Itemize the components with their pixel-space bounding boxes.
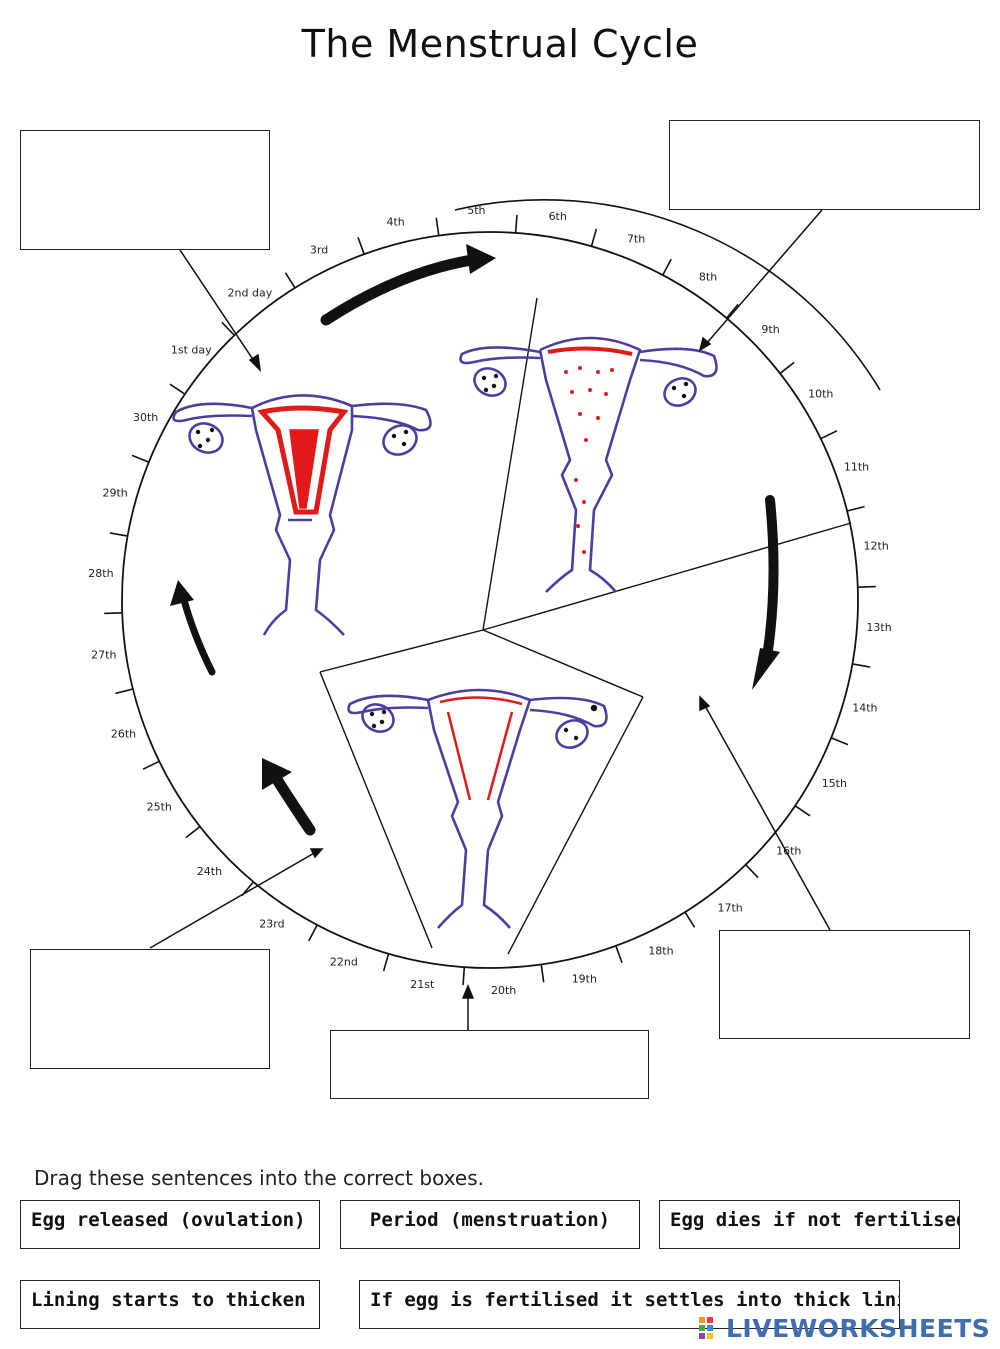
day-tick: [540, 964, 545, 983]
day-label: 21st: [410, 978, 435, 991]
uterus-diagram-period: [459, 336, 718, 593]
cycle-arrow-left: [170, 580, 216, 676]
day-label: 26th: [111, 727, 136, 740]
day-label: 1st day: [171, 343, 212, 356]
day-tick: [615, 945, 623, 963]
uterus-lining-thick: [257, 405, 349, 515]
day-label: 3rd: [310, 243, 328, 256]
pointer-lines: [149, 209, 831, 1030]
day-tick: [284, 272, 296, 289]
day-tick: [662, 258, 672, 276]
day-label: 27th: [91, 648, 116, 661]
page-title: The Menstrual Cycle: [301, 22, 699, 66]
day-label: 28th: [88, 567, 113, 580]
day-tick: [131, 454, 150, 463]
day-tick: [308, 924, 318, 942]
sector-line: [507, 696, 644, 955]
day-label: 19th: [572, 972, 597, 985]
ovary-dots: [195, 427, 409, 449]
day-label: 18th: [648, 945, 673, 958]
uterus-lining-shedding: [547, 346, 633, 554]
day-label: 29th: [102, 487, 127, 500]
ovary-dots: [481, 373, 689, 399]
day-ticks: [104, 214, 876, 986]
sector-line: [482, 297, 538, 631]
day-label: 8th: [699, 271, 717, 284]
uterus-diagram-ovulation: [347, 688, 608, 929]
day-label: 5th: [467, 204, 485, 217]
day-tick: [794, 805, 811, 817]
cycle-circle: [121, 231, 859, 969]
day-tick: [462, 967, 466, 986]
day-tick: [357, 237, 365, 255]
card-period[interactable]: Period (menstruation): [340, 1200, 640, 1249]
day-tick: [185, 825, 201, 839]
card-egg-dies[interactable]: Egg dies if not fertilised: [659, 1200, 960, 1249]
card-ovulation[interactable]: Egg released (ovulation): [20, 1200, 320, 1249]
day-label: 25th: [147, 801, 172, 814]
day-label: 23rd: [259, 917, 284, 930]
day-tick: [169, 383, 186, 395]
uterus-lining-thin: [439, 696, 523, 801]
day-label: 9th: [761, 323, 779, 336]
cycle-arrow-right: [752, 495, 780, 690]
day-tick: [725, 303, 739, 319]
sector-line: [482, 629, 644, 698]
day-label: 12th: [864, 540, 889, 553]
day-tick: [109, 532, 128, 537]
drop-box-bottom-right[interactable]: [719, 930, 970, 1039]
day-tick: [590, 228, 598, 247]
sector-line: [319, 629, 484, 673]
day-label: 15th: [822, 777, 847, 790]
day-tick: [221, 321, 235, 336]
day-tick: [820, 430, 838, 440]
liveworksheets-logo: LIVEWORKSHEETS: [698, 1312, 990, 1344]
day-label: 20th: [491, 984, 516, 997]
day-label: 10th: [808, 387, 833, 400]
day-label: 24th: [197, 865, 222, 878]
card-fertilised[interactable]: If egg is fertilised it settles into thi…: [359, 1280, 900, 1329]
day-tick: [514, 214, 518, 233]
day-tick: [857, 585, 876, 588]
day-tick: [745, 864, 759, 879]
sector-line: [482, 522, 852, 631]
liveworksheets-logo-icon: [699, 1317, 713, 1339]
instruction-text: Drag these sentences into the correct bo…: [34, 1166, 484, 1190]
liveworksheets-logo-text: LIVEWORKSHEETS: [726, 1313, 991, 1343]
uterus-diagram-thick-lining: [172, 394, 432, 636]
day-tick: [846, 505, 865, 512]
day-label: 13th: [866, 621, 891, 634]
period-outer-arc: [454, 199, 881, 391]
sector-line: [319, 671, 433, 949]
day-tick: [435, 217, 440, 236]
day-label: 30th: [133, 411, 158, 424]
day-label: 22nd: [330, 956, 358, 969]
drop-box-top-right[interactable]: [669, 120, 980, 210]
day-label: 7th: [627, 232, 645, 245]
day-label: 16th: [776, 845, 801, 858]
cycle-arrow-lower-left: [262, 758, 316, 836]
day-tick: [684, 911, 696, 928]
cycle-arrow-top: [320, 244, 496, 326]
day-label: 17th: [717, 901, 742, 914]
day-tick: [382, 953, 390, 972]
card-lining-thickens[interactable]: Lining starts to thicken: [20, 1280, 320, 1329]
day-tick: [830, 737, 849, 746]
day-label: 2nd day: [228, 287, 273, 300]
day-tick: [852, 663, 871, 668]
day-tick: [115, 688, 134, 695]
drop-box-top-left[interactable]: [20, 130, 270, 250]
day-label: 4th: [387, 216, 405, 229]
day-label: 11th: [844, 461, 869, 474]
day-tick: [104, 612, 123, 615]
day-tick: [142, 760, 160, 770]
ovary-dots: [369, 704, 598, 741]
day-label: 14th: [852, 701, 877, 714]
drop-box-bottom-left[interactable]: [30, 949, 270, 1069]
day-label: 6th: [549, 210, 567, 223]
drop-box-bottom-center[interactable]: [330, 1030, 649, 1099]
day-tick: [779, 361, 795, 375]
day-labels: 28th 29th 30th 1st day 2nd day 3rd 4th 5th 6th 7t…: [88, 204, 891, 997]
